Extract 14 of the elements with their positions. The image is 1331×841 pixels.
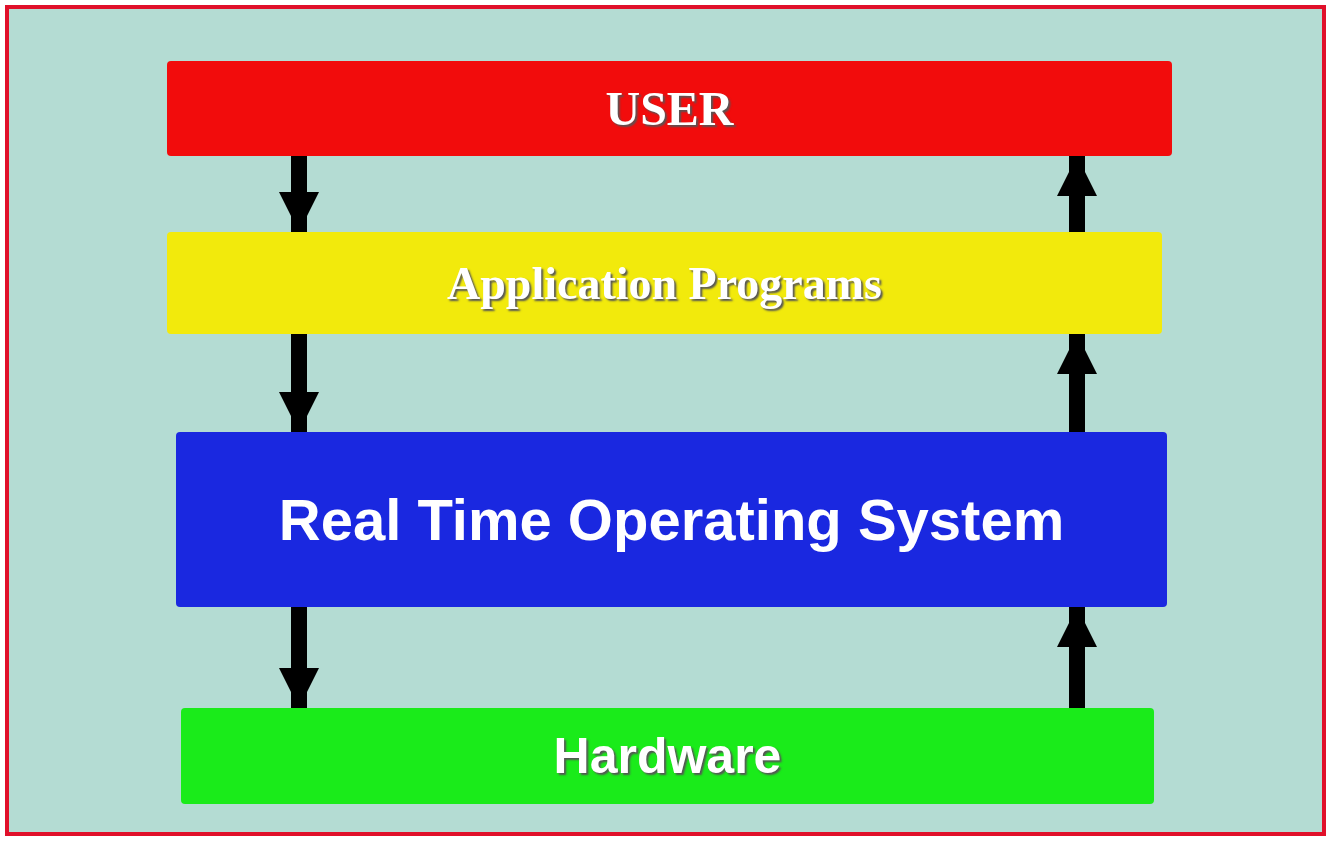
arrow [1057, 607, 1097, 708]
layer-box [181, 708, 1154, 804]
arrow [1057, 156, 1097, 232]
layer-label: Real Time Operating System [278, 486, 1065, 553]
arrow [279, 156, 319, 232]
layer-label: Application Programs [447, 256, 882, 310]
layer-label: USER [605, 81, 734, 136]
arrow [279, 607, 319, 708]
arrow [1057, 334, 1097, 432]
layer-box [167, 61, 1172, 156]
arrow [279, 334, 319, 432]
layer-box [176, 432, 1167, 607]
layer-box [167, 232, 1162, 334]
layer-label: Hardware [553, 727, 782, 785]
